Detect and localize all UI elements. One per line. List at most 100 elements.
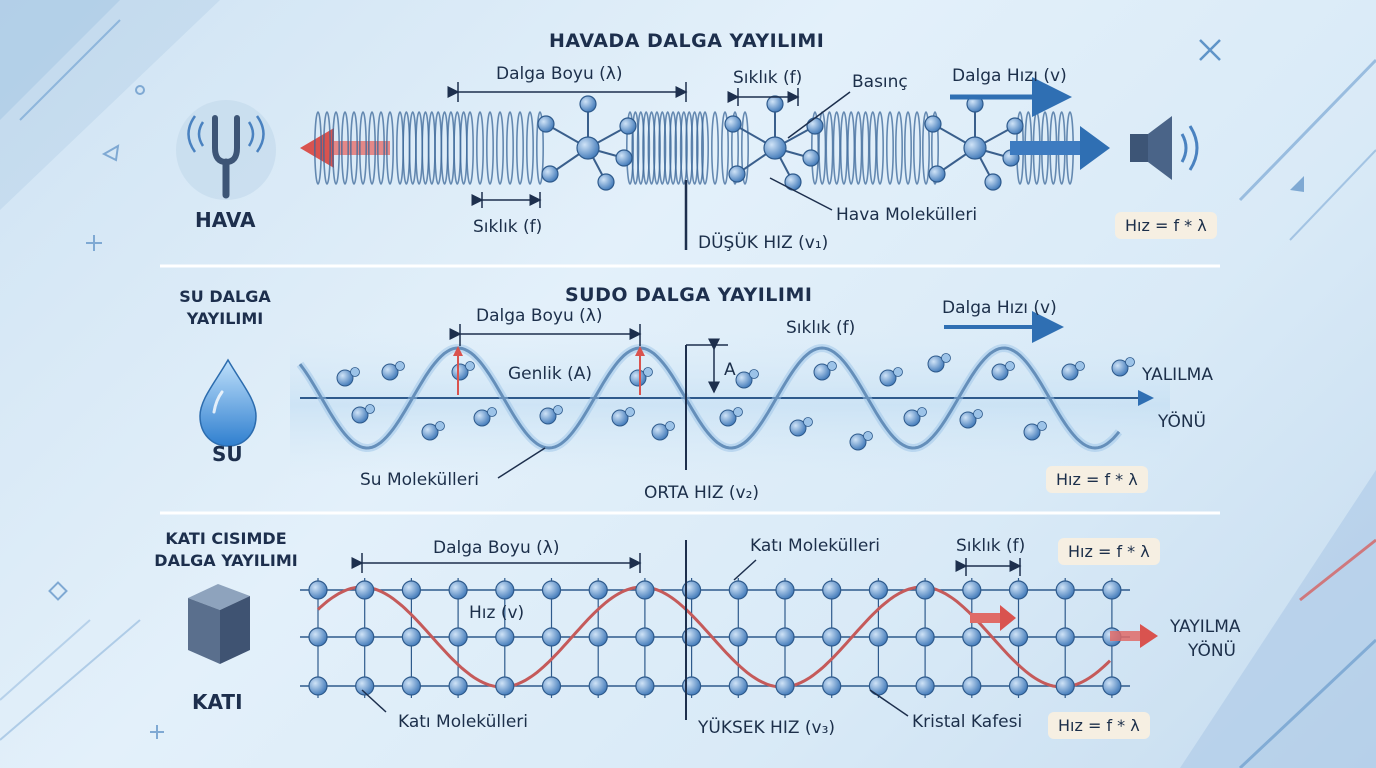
lattice-molecule	[355, 580, 375, 600]
coil-loop	[505, 111, 514, 185]
lattice-molecule	[728, 627, 748, 647]
water-molecule	[1061, 361, 1085, 381]
lattice-molecule	[448, 627, 468, 647]
lattice-molecule	[635, 580, 655, 600]
solid-medium-label: KATI	[192, 690, 243, 714]
water-molecule	[539, 405, 563, 425]
air-title: HAVADA DALGA YAYILIMI	[549, 30, 825, 52]
air-molecule	[802, 149, 820, 167]
coil-loop	[459, 111, 468, 185]
lattice-molecule	[915, 627, 935, 647]
air-molecules-label: Hava Molekülleri	[836, 205, 978, 225]
coil-loop	[440, 111, 449, 185]
lattice-molecule	[1055, 627, 1075, 647]
air-molecule-center	[963, 136, 987, 160]
water-amplitude-marker: A	[724, 360, 736, 380]
solid-high-speed-label: YÜKSEK HIZ (v₃)	[698, 718, 836, 738]
water-side-title-line-1: SU DALGA	[179, 287, 271, 306]
coil-loop	[854, 111, 863, 185]
water-frequency-label: Sıklık (f)	[786, 318, 856, 338]
coil-loop	[367, 111, 376, 185]
water-molecule	[959, 409, 983, 429]
lattice-molecule	[448, 580, 468, 600]
water-molecule	[629, 367, 653, 387]
lattice-molecule	[868, 627, 889, 647]
lattice-molecule	[775, 627, 795, 647]
water-side-title-line-2: YAYILIMI	[186, 309, 264, 328]
coil-loop	[700, 111, 709, 185]
solid-direction-line-1: YAYILMA	[1170, 617, 1241, 637]
water-molecule	[651, 421, 675, 441]
coil-loop	[642, 111, 651, 185]
coil-loop	[679, 111, 688, 185]
air-molecule-clusters	[537, 95, 1024, 191]
lattice-molecule	[681, 627, 702, 647]
air-molecule	[579, 95, 597, 113]
lattice-molecule	[728, 580, 748, 600]
water-molecules	[336, 353, 1135, 451]
compression-wave-coils	[313, 111, 1075, 185]
red-arrow-left	[300, 128, 390, 168]
solid-frequency-label: Sıklık (f)	[956, 536, 1026, 556]
coil-loop	[495, 111, 504, 185]
coil-loop	[912, 111, 921, 185]
coil-loop	[525, 111, 534, 185]
lattice-molecule	[1102, 676, 1122, 696]
air-molecule	[924, 115, 942, 133]
lattice-molecule	[401, 580, 421, 600]
lattice-molecule	[1102, 580, 1122, 600]
coil-loop	[730, 111, 739, 185]
solid-formula-top-box: Hız = f * λ	[1058, 538, 1160, 565]
solid-molecules-top-label: Katı Molekülleri	[750, 536, 881, 556]
coil-loop	[658, 111, 667, 185]
water-molecule	[903, 407, 927, 427]
lattice-molecule	[401, 627, 421, 647]
coil-loop	[485, 111, 494, 185]
air-molecule	[597, 173, 615, 191]
coil-loop	[875, 111, 884, 185]
coil-loop	[340, 111, 349, 185]
air-molecule-center	[576, 136, 600, 160]
air-medium-label: HAVA	[195, 208, 256, 232]
coil-loop	[903, 111, 912, 185]
water-molecule	[719, 407, 743, 427]
coil-loop	[636, 111, 645, 185]
lattice-molecule	[1008, 580, 1029, 600]
solid-side-title: KATI CISIMDE DALGA YAYILIMI	[146, 528, 306, 572]
coil-loop	[921, 111, 930, 185]
lattice-molecule	[962, 676, 982, 696]
lattice-molecule	[822, 627, 842, 647]
coil-loop	[690, 111, 699, 185]
air-formula-box: Hız = f * λ	[1115, 212, 1217, 239]
lattice-molecule	[1055, 676, 1075, 696]
coil-loop	[427, 111, 436, 185]
lattice-molecule	[1008, 676, 1029, 696]
coil-loop	[376, 111, 385, 185]
coil-loop	[652, 111, 661, 185]
air-section-graphics	[176, 77, 1199, 250]
water-molecule	[813, 361, 837, 381]
air-molecule	[984, 173, 1002, 191]
solid-formula-bottom-box: Hız = f * λ	[1048, 712, 1150, 739]
lattice-molecule	[588, 627, 608, 647]
air-frequency-bottom-label: Sıklık (f)	[473, 217, 543, 237]
lattice-molecule	[728, 676, 748, 696]
coil-loop	[930, 111, 939, 185]
coil-loop	[861, 111, 870, 185]
coil-loop	[710, 111, 719, 185]
water-molecule	[1111, 357, 1135, 377]
air-molecule	[1006, 117, 1024, 135]
air-molecule	[728, 165, 746, 183]
coil-loop	[810, 111, 819, 185]
lattice-molecule	[1055, 580, 1075, 600]
coil-loop	[475, 111, 484, 185]
lattice-molecule	[822, 580, 842, 600]
coil-loop	[832, 111, 841, 185]
coil-loop	[465, 111, 474, 185]
water-wavelength-label: Dalga Boyu (λ)	[476, 306, 603, 326]
air-frequency-top-label: Sıklık (f)	[733, 68, 803, 88]
lattice-molecule	[308, 580, 328, 600]
water-molecule	[336, 367, 360, 387]
solid-direction-line-2: YÖNÜ	[1188, 641, 1236, 661]
